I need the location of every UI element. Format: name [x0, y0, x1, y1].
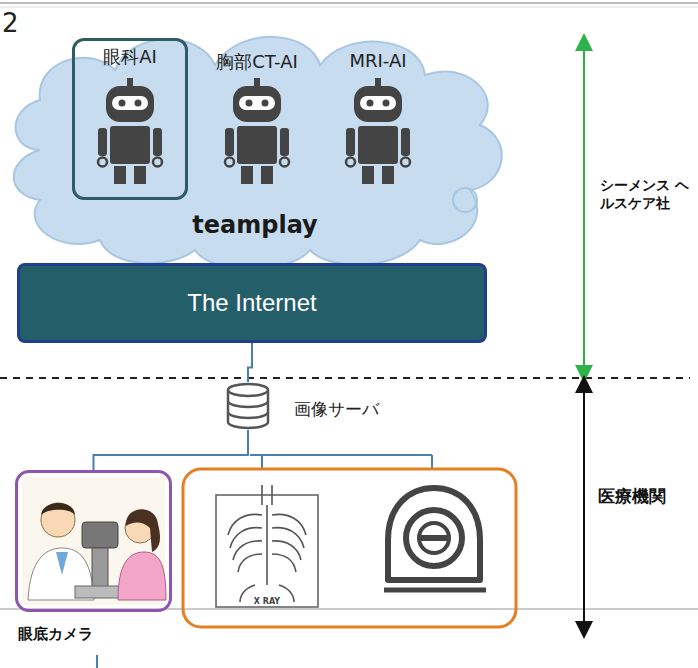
device-box: 眼底カメラ: [15, 470, 172, 612]
xray-icon: [216, 485, 318, 607]
scope-label: 医療機関: [598, 485, 666, 508]
connector-line: [94, 430, 249, 470]
page-rule: [0, 7, 698, 8]
database-icon: [224, 382, 272, 430]
robot-icon: [346, 78, 410, 184]
fundus-exam-illustration: [22, 477, 166, 605]
slide-number: 2: [2, 8, 19, 38]
node-text: 眼底カメラ: [18, 625, 93, 644]
range-arrow: [583, 42, 585, 374]
cloud-swirl: [453, 188, 477, 212]
wire: [96, 655, 98, 668]
connector-line: [248, 343, 252, 382]
ai-label: 胸部CT-AI: [216, 50, 298, 74]
scope-label: シーメンス ヘルスケア社: [600, 176, 694, 212]
network-box: The Internet: [17, 263, 487, 343]
ai-label: MRI-AI: [349, 50, 406, 71]
robot-icon: [98, 78, 162, 184]
image-server: 画像サーバ: [224, 382, 272, 430]
wire: [250, 454, 432, 456]
node-text: 画像サーバ: [294, 398, 379, 421]
node-text: 眼科AI: [75, 41, 185, 69]
page-rule: [0, 2, 698, 4]
ai-box: 眼科AI: [72, 38, 188, 200]
range-arrow: [583, 384, 585, 630]
divider-line: [0, 377, 690, 379]
modality-group-box: [183, 469, 516, 627]
node-text: teamplay: [10, 211, 500, 239]
mri-scanner-icon: [384, 488, 486, 590]
icon-caption: X RAY: [254, 597, 280, 606]
node-text: The Internet: [187, 289, 316, 317]
robot-icon: [225, 78, 289, 184]
